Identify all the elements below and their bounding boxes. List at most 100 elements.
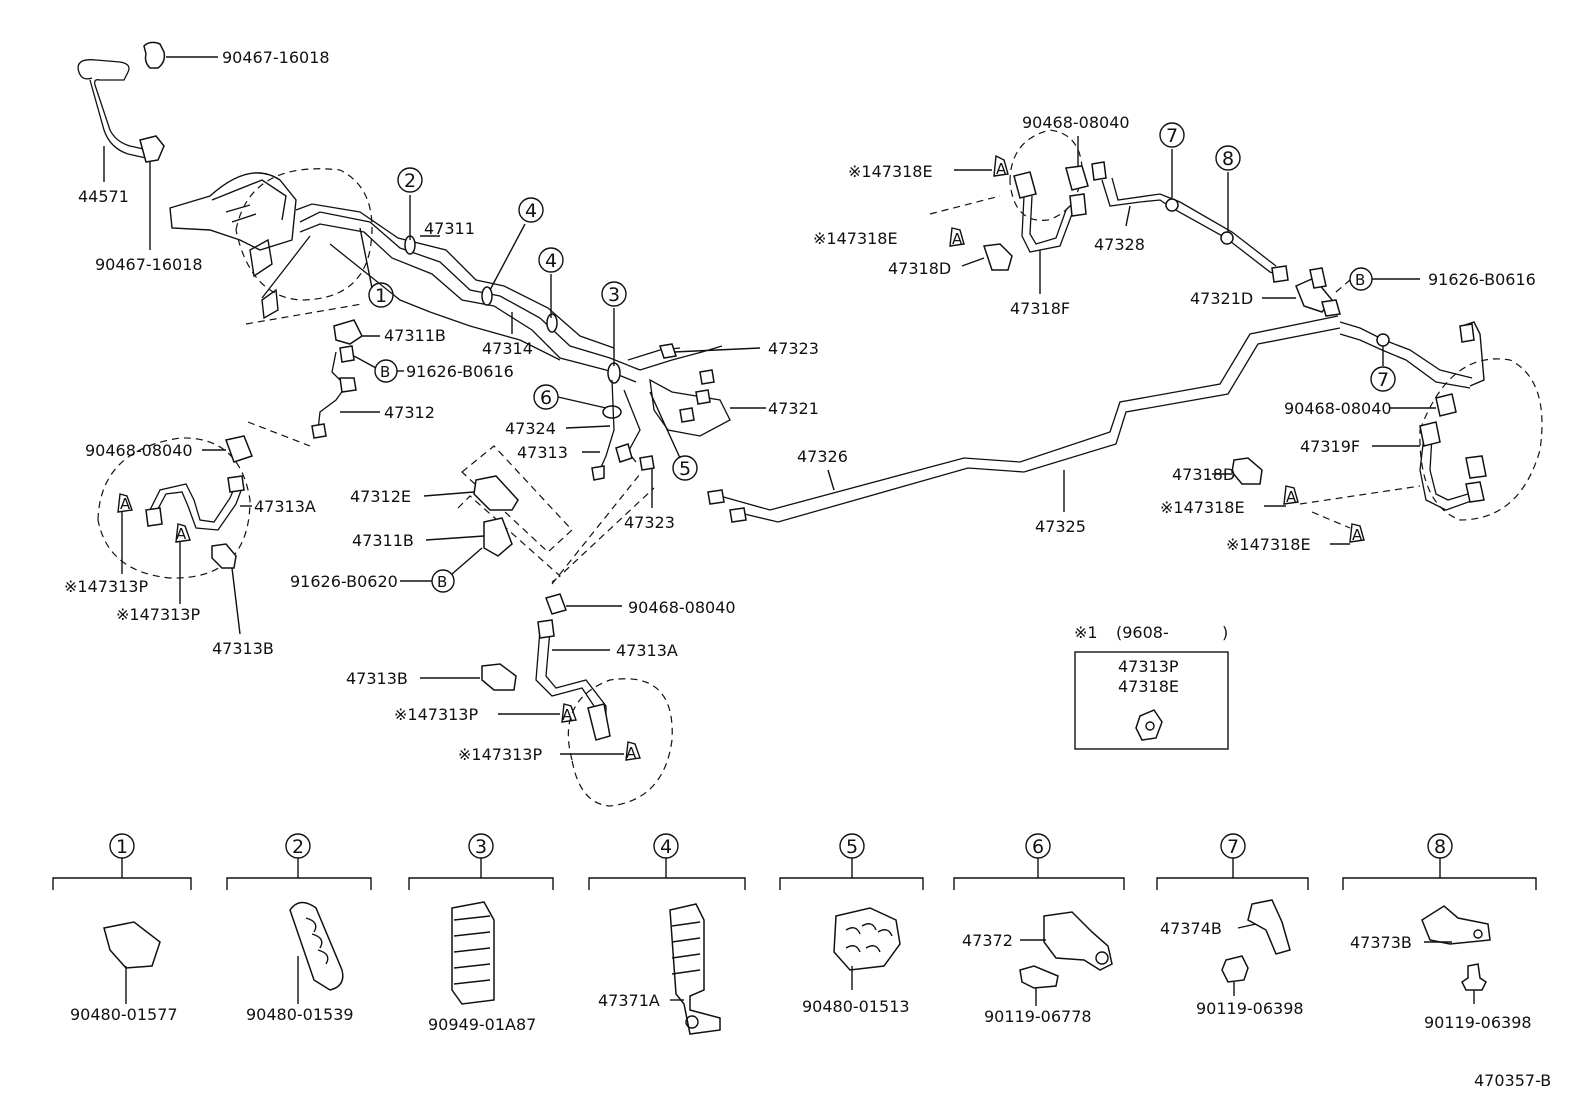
right-rear-wheel-hose: 90468-08040 47319F 47318D A ※147318E A ※… (1160, 358, 1543, 554)
panel-7-part-b: 90119-06398 (1196, 999, 1304, 1018)
panel-2-index: 2 (292, 836, 304, 858)
detail-panel-3: 3 90949-01A87 (408, 833, 554, 1034)
hose-44571-assembly: 90467-16018 44571 90467-16018 (77, 41, 330, 274)
master-cylinder (169, 168, 373, 325)
label-47318f: 47318F (1010, 299, 1070, 318)
label-hose-44571: 44571 (78, 187, 129, 206)
label-47325: 47325 (1035, 517, 1086, 536)
bolt-47313b-center-icon (481, 663, 517, 691)
panel-3-index: 3 (475, 836, 487, 858)
label-47321d: 47321D (1190, 289, 1253, 308)
label-91626-b0616-left: 91626-B0616 (406, 362, 514, 381)
callout-1: 1 (375, 285, 387, 307)
a-marker-6: A (952, 230, 963, 248)
callout-7a: 7 (1166, 125, 1178, 147)
b-marker-center: B (437, 573, 447, 591)
panel-8-index: 8 (1434, 836, 1446, 858)
label-47321: 47321 (768, 399, 819, 418)
label-47318d-right: 47318D (1172, 465, 1235, 484)
note-header-range: (9608- (1116, 623, 1169, 642)
a-marker-2: A (176, 525, 187, 543)
note-line-47318e: 47318E (1118, 677, 1179, 696)
clip-90468-left-icon (225, 435, 253, 463)
clamp-90480-01539-icon (289, 901, 344, 991)
a-marker-1: A (120, 495, 131, 513)
label-47318d-top: 47318D (888, 259, 951, 278)
bolt-90119-06778-icon (1019, 965, 1059, 989)
clamp-47371a-icon (669, 903, 721, 1035)
tube-47328: 47328 7 8 (1094, 122, 1289, 283)
bolt-47318d-top-icon (982, 243, 1013, 271)
label-47328: 47328 (1094, 235, 1145, 254)
label-90468-center: 90468-08040 (628, 598, 736, 617)
callout-4b: 4 (545, 250, 557, 272)
label-47314: 47314 (482, 339, 533, 358)
callout-markers-front: 1 2 4 4 3 6 5 (359, 167, 698, 481)
label-91626-b0620: 91626-B0620 (290, 572, 398, 591)
panel-7-index: 7 (1227, 836, 1239, 858)
callout-2: 2 (404, 170, 416, 192)
panel-1-index: 1 (116, 836, 128, 858)
callout-4a: 4 (525, 200, 537, 222)
detail-panel-6: 6 47372 90119-06778 (953, 833, 1125, 1026)
label-47323-bottom: 47323 (624, 513, 675, 532)
a-marker-3: A (562, 706, 573, 724)
label-147318e-3: ※147318E (1160, 498, 1245, 517)
hose-clip-top-icon (143, 41, 166, 69)
label-47311b-upper: 47311B (384, 326, 446, 345)
detail-panel-1: 1 90480-01577 (52, 833, 192, 1024)
note-line-47313p: 47313P (1118, 657, 1179, 676)
label-147318e-1: ※147318E (848, 162, 933, 181)
panel-8-part-a: 47373B (1350, 933, 1412, 952)
front-labels: 47311 47314 47311B B 91626-B0616 47312 4… (290, 219, 819, 593)
a-marker-5: A (996, 160, 1007, 178)
note-header-close: ) (1222, 623, 1228, 642)
hose-clip-bottom-icon (139, 135, 165, 163)
callout-8: 8 (1222, 148, 1234, 170)
label-47312: 47312 (384, 403, 435, 422)
detail-panel-8: 8 47373B 90119-06398 (1342, 833, 1537, 1032)
b-marker-right: B (1355, 271, 1365, 289)
bolt-47313b-left-icon (211, 543, 237, 569)
label-47313b-left: 47313B (212, 639, 274, 658)
note-box: ※1 (9608- ) 47313P 47318E (1074, 623, 1229, 750)
b-marker-left: B (380, 363, 390, 381)
callout-3: 3 (608, 284, 620, 306)
clamp-47374b-icon (1247, 899, 1291, 955)
clamp-47311b-icon (333, 319, 363, 345)
clip-90468-center-icon (545, 593, 567, 615)
label-90468-left: 90468-08040 (85, 441, 193, 460)
panel-6-part-b: 90119-06778 (984, 1007, 1092, 1026)
panel-7-part-a: 47374B (1160, 919, 1222, 938)
label-147313p-left2: ※147313P (116, 605, 200, 624)
clip-note-icon (1135, 709, 1163, 741)
label-hose-clip-bottom: 90467-16018 (95, 255, 203, 274)
a-marker-4: A (626, 744, 637, 762)
clip-90468-rear-right-icon (1435, 393, 1457, 417)
a-marker-8: A (1352, 526, 1363, 544)
label-90468-rear-top: 90468-08040 (1022, 113, 1130, 132)
a-marker-7: A (1286, 488, 1297, 506)
clip-90468-rear-top-icon (1065, 165, 1089, 191)
panel-5-part: 90480-01513 (802, 997, 910, 1016)
diagram-code: 470357-B (1474, 1071, 1551, 1090)
detail-panel-7: 7 47374B 90119-06398 (1156, 833, 1309, 1018)
panel-1-part: 90480-01577 (70, 1005, 178, 1024)
label-147313p-center1: ※147313P (394, 705, 478, 724)
detail-panel-4: 4 47371A (588, 833, 746, 1035)
label-90468-rear-right: 90468-08040 (1284, 399, 1392, 418)
label-91626-b0616-right: 91626-B0616 (1428, 270, 1536, 289)
label-47319f: 47319F (1300, 437, 1360, 456)
label-47312e: 47312E (350, 487, 411, 506)
label-47323-top: 47323 (768, 339, 819, 358)
left-front-wheel-hose: 90468-08040 47313A A ※147313P A ※147313P… (64, 421, 316, 658)
label-47326: 47326 (797, 447, 848, 466)
junction-47321d: B 91626-B0616 47321D 7 (1190, 267, 1536, 392)
callout-7b: 7 (1377, 369, 1389, 391)
clamp-47372-icon (1043, 911, 1113, 971)
rear-hose-47318f: 90468-08040 A ※147318E A ※147318E 47318D… (813, 113, 1130, 318)
label-47313a-left: 47313A (254, 497, 316, 516)
clamp-90480-01513-icon (833, 907, 901, 971)
detail-panel-5: 5 90480-01513 (779, 833, 924, 1016)
